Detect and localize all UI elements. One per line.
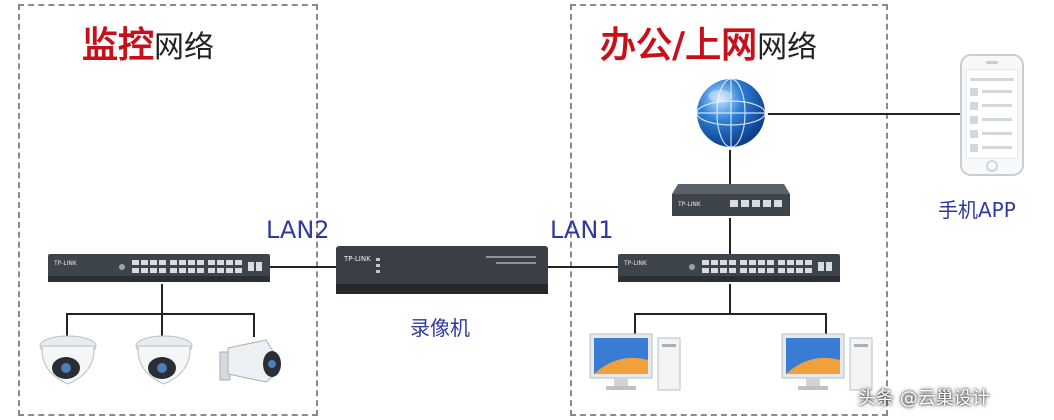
lan1-label: LAN1 (550, 216, 614, 244)
monitoring-network-zone (18, 4, 318, 416)
link-nvr-switch (545, 266, 625, 268)
monitoring-switch: TP-LINK (48, 252, 270, 284)
watermark: 头条 @云巢设计 (858, 388, 990, 409)
nvr-brand-text: TP-LINK (343, 255, 371, 263)
smartphone-icon (960, 54, 1024, 176)
pc-bus (634, 313, 827, 315)
dome-camera-1 (36, 332, 100, 390)
camera-bus (66, 313, 255, 315)
camera-drop-3 (253, 313, 255, 337)
switch-brand-text: TP-LINK (53, 260, 78, 267)
phone-app-caption: 手机APP (938, 198, 1016, 222)
link-switch-pcs (729, 284, 731, 314)
nvr-recorder: TP-LINK (336, 246, 548, 296)
office-pc-1 (588, 332, 684, 394)
router-brand-text: TP-LINK (677, 201, 702, 208)
office-pc-2 (780, 332, 876, 394)
office-switch: TP-LINK (618, 252, 840, 284)
internet-globe-icon (694, 76, 768, 150)
dome-camera-2 (132, 332, 196, 390)
monitoring-network-title: 监控网络 (82, 25, 215, 66)
link-switch-nvr (268, 266, 338, 268)
link-switch-cameras (161, 284, 163, 314)
link-router-switch (729, 218, 731, 254)
pc-drop-1 (634, 313, 636, 335)
bullet-camera (218, 334, 284, 388)
office-network-title: 办公/上网网络 (600, 25, 818, 66)
lan2-label: LAN2 (266, 216, 330, 244)
link-internet-phone (768, 113, 960, 115)
pc-drop-2 (825, 313, 827, 335)
nvr-caption: 录像机 (410, 316, 470, 340)
office-network-zone (570, 4, 888, 416)
camera-drop-2 (161, 313, 163, 337)
link-internet-router (729, 150, 731, 184)
switch-brand-text: TP-LINK (623, 260, 648, 267)
camera-drop-1 (66, 313, 68, 337)
office-router: TP-LINK (672, 184, 790, 220)
